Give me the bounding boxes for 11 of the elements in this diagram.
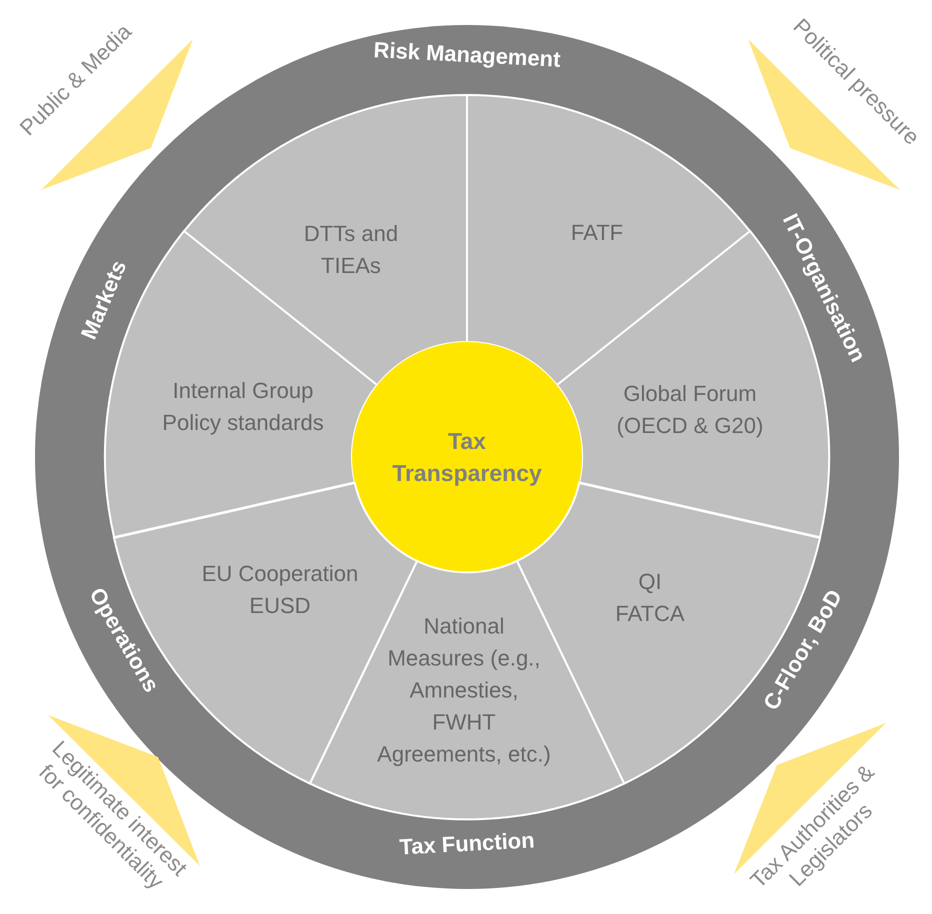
segment	[467, 95, 750, 386]
segment-label: EU Cooperation EUSD	[200, 560, 360, 620]
segment-label: DTTs and TIEAs	[302, 220, 400, 280]
center-title: Tax Transparency	[391, 426, 543, 488]
ring-label: Tax Function	[398, 829, 536, 859]
segment-label: FATF	[570, 219, 624, 248]
segment-label: Global Forum (OECD & G20)	[616, 380, 764, 440]
segment-label: National Measures (e.g., Amnesties, FWHT Agreements, etc.)	[376, 612, 552, 768]
ring-label: Risk Management	[373, 39, 561, 71]
segment-label: QI FATCA	[614, 568, 686, 628]
segment-label: Internal Group Policy standards	[161, 377, 325, 437]
